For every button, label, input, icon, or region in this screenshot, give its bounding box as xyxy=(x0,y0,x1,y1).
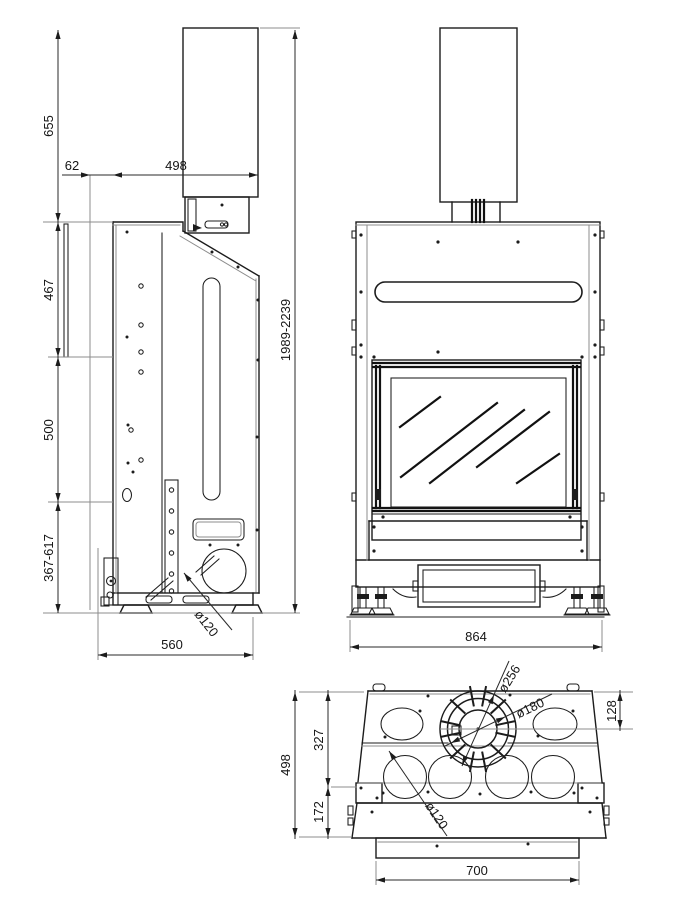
dim-label-172: 172 xyxy=(311,801,326,823)
dim-label-327: 327 xyxy=(311,729,326,751)
dim-label-498-side: 498 xyxy=(165,158,187,173)
top-view-bolt-dots xyxy=(359,693,599,848)
dim-label-467: 467 xyxy=(41,279,56,301)
dim-label-498-top: 498 xyxy=(278,754,293,776)
dimension-lines xyxy=(57,30,621,881)
front-view xyxy=(346,27,611,618)
dimension-arrows xyxy=(55,30,623,883)
dim-label-62: 62 xyxy=(65,158,79,173)
front-feet xyxy=(349,585,611,616)
front-view-bolt-dots xyxy=(359,233,597,553)
dim-label-367-617: 367-617 xyxy=(41,534,56,582)
dim-label-655: 655 xyxy=(41,115,56,137)
dim-label-864: 864 xyxy=(465,629,487,644)
side-view xyxy=(63,27,264,614)
dim-label-height-range: 1989-2239 xyxy=(278,299,293,361)
side-view-bolt-dots xyxy=(125,203,260,547)
extension-lines xyxy=(43,27,633,885)
dim-label-500: 500 xyxy=(41,419,56,441)
dim-label-128: 128 xyxy=(604,700,619,722)
dim-label-560: 560 xyxy=(161,637,183,652)
dim-label-700: 700 xyxy=(466,863,488,878)
